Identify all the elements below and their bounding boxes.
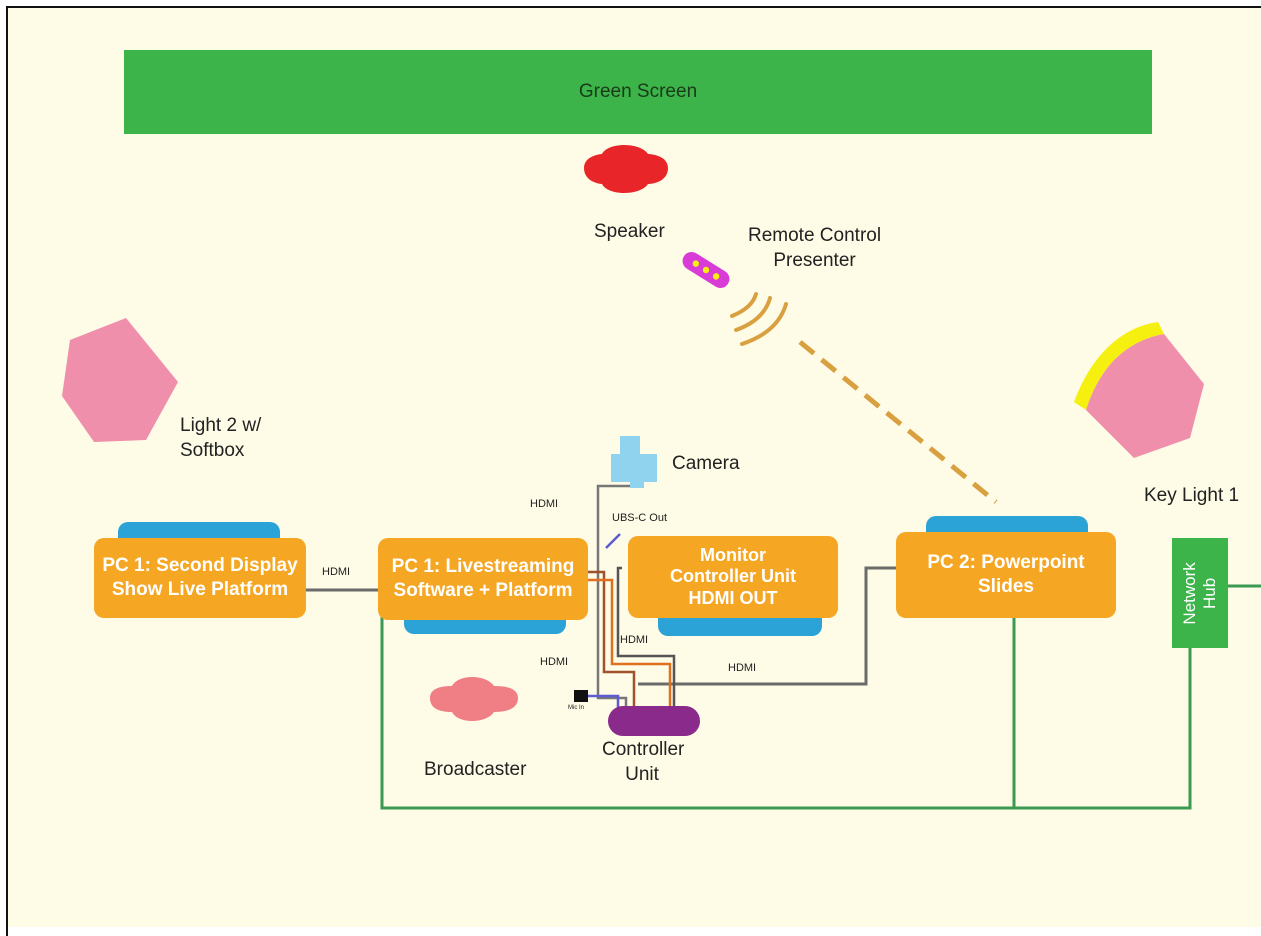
pc2-line2: Slides — [978, 576, 1034, 597]
diagram-canvas: Green Screen PC 1: Second Display Show L… — [8, 8, 1261, 927]
hdmi-label-5: HDMI — [728, 662, 757, 674]
speaker-label: Speaker — [594, 221, 665, 242]
pc1-livestreaming-box: PC 1: Livestreaming Software + Platform — [378, 538, 588, 620]
monitor-line1: Monitor — [700, 544, 766, 565]
controller-label-line2: Unit — [625, 763, 659, 785]
key-light-label: Key Light 1 — [1144, 485, 1240, 506]
light-2-label-line2: Softbox — [180, 439, 245, 461]
pc1-second-line1: PC 1: Second Display — [102, 555, 298, 577]
light-2-label-line1: Light 2 w/ — [180, 415, 262, 436]
controller-cables — [582, 484, 676, 708]
pc2-line1: PC 2: Powerpoint — [927, 552, 1085, 574]
network-hub-line2: Hub — [1200, 577, 1220, 609]
pc1-second-display-box: PC 1: Second Display Show Live Platform — [94, 538, 306, 618]
remote-control-icon — [682, 251, 730, 289]
monitor-line2: Controller Unit — [670, 566, 796, 587]
green-screen-bar — [124, 50, 1152, 134]
remote-label-line1: Remote Control — [748, 225, 882, 246]
hdmi-label-1: HDMI — [322, 566, 351, 578]
wireless-link — [798, 340, 998, 504]
controller-label-line1: Controller — [602, 739, 685, 760]
remote-label-line2: Presenter — [773, 249, 856, 271]
hdmi-label-3: HDMI — [620, 634, 649, 646]
broadcaster-label: Broadcaster — [424, 759, 527, 780]
network-hub-line1: Network — [1179, 561, 1199, 625]
green-screen-label: Green Screen — [578, 81, 698, 103]
hdmi-cables — [306, 566, 898, 686]
outer-frame — [6, 6, 1261, 936]
controller-label: Controller Unit — [602, 738, 685, 787]
light-2-softbox-icon — [62, 318, 178, 442]
usbc-label: UBS-C Out — [612, 512, 668, 524]
speaker-icon — [584, 145, 668, 193]
pc1-second-line2: Show Live Platform — [111, 579, 289, 600]
diagram-graphics — [62, 50, 1261, 810]
remote-label: Remote Control Presenter — [748, 224, 881, 273]
pc2-powerpoint-box: PC 2: Powerpoint Slides — [896, 532, 1116, 618]
mic-label: Mic In — [568, 705, 585, 711]
camera-label: Camera — [672, 453, 740, 474]
camera-icon — [611, 436, 657, 488]
monitor-controller-box: Monitor Controller Unit HDMI OUT — [628, 536, 838, 618]
monitor-line3: HDMI OUT — [688, 587, 778, 608]
signal-waves-icon — [730, 292, 788, 346]
broadcaster-icon — [430, 677, 518, 721]
pc1-live-line1: PC 1: Livestreaming — [391, 556, 575, 578]
network-hub-box: Network Hub — [1172, 538, 1228, 648]
network-cables — [380, 584, 1261, 810]
hdmi-label-2: HDMI — [530, 498, 559, 510]
pc1-live-line2: Software + Platform — [393, 580, 573, 601]
light-2-label: Light 2 w/ Softbox — [180, 414, 261, 463]
hdmi-label-4: HDMI — [540, 656, 569, 668]
key-light-icon — [1074, 322, 1204, 458]
controller-unit-shape — [608, 706, 700, 736]
mic-icon — [574, 690, 588, 702]
network-hub-text: Network Hub — [1180, 562, 1221, 624]
